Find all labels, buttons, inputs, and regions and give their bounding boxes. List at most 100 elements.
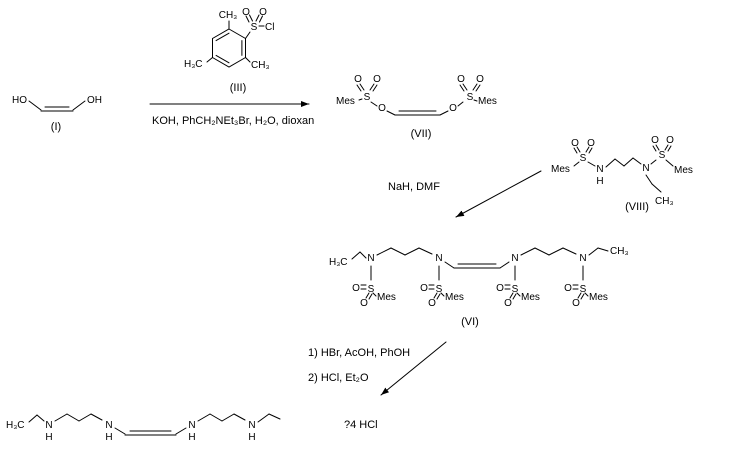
atom-o: O [242,7,250,18]
atom-o: O [476,74,484,85]
bond [359,251,367,259]
step2-conditions: NaH, DMF [388,181,440,193]
double-bond [356,84,362,92]
atom-n: N [435,253,442,264]
bond [587,161,596,167]
atom-n: N [248,420,255,431]
bond [632,157,642,165]
double-bond [576,146,581,153]
bond [175,427,187,435]
bond [221,413,235,422]
atom-ch3: CH₃ [655,196,674,207]
atom-s: S [467,92,474,103]
atom-h3c: H₃C [184,59,203,70]
double-bond [369,83,375,91]
compound-vi: H₃C N N N N CH₃ (VI) [329,246,629,328]
atom-ho: HO [12,95,27,106]
atom-n: N [105,420,112,431]
bond [28,100,42,111]
bond [114,427,126,435]
double-bond [664,144,669,151]
bond [473,99,478,102]
compound-i: HO OH (I) [12,95,102,133]
bond [209,413,223,422]
atom-o: O [354,74,362,85]
atom-o: O [373,74,381,85]
atom-o: O [457,74,465,85]
compound-viii-label: (VIII) [625,201,649,213]
atom-s: S [251,22,258,33]
reaction-arrow-3: 1) HBr, AcOH, PhOH 2) HCl, Et₂O [308,341,447,396]
bond [588,247,599,256]
arrow-line [455,170,542,218]
double-bond [667,145,672,152]
compound-iii: CH₃ S O O Cl H₃C CH₃ (III) [184,7,274,94]
atom-oh: OH [87,95,102,106]
compound-vii: Mes S O O O O S O O Mes (VII) [336,74,497,140]
sulfonyl-group [419,265,465,310]
double-bond [573,147,578,154]
bond [206,57,213,63]
bond [614,158,625,167]
bond [444,261,455,269]
bond [390,247,406,256]
mes-label: Mes [674,165,693,176]
bond [72,100,86,111]
atom-h: H [248,432,255,443]
bond [376,247,392,256]
double-bond [459,84,465,92]
atom-s: S [580,153,587,164]
bond [665,159,674,167]
atom-h3c: H₃C [329,257,348,268]
atom-ch3: CH₃ [251,60,270,71]
double-bond [588,147,593,154]
atom-n: N [367,253,374,264]
bond [623,157,634,167]
bond [386,110,396,116]
atom-n: N [596,164,603,175]
sulfonyl-group [351,265,397,310]
salt-stoichiometry: ?4 HCl [344,419,378,431]
step3-conditions-line1: 1) HBr, AcOH, PhOH [308,347,410,359]
bond [197,413,211,422]
atom-ch3: CH₃ [610,246,629,257]
atom-o: O [571,138,579,149]
sulfonyl-group [495,265,541,310]
double-bond [245,15,250,23]
bond [645,174,653,185]
mes-label: Mes [551,164,570,175]
bond [66,413,80,422]
bond [605,158,616,168]
atom-o: O [666,135,674,146]
atom-o: O [259,7,267,18]
mes-label: Mes [478,96,497,107]
atom-n: N [642,163,649,174]
atom-h: H [596,176,603,187]
arrow-line [380,341,447,396]
compound-vi-label: (VI) [461,316,479,328]
atom-o: O [449,103,457,114]
atom-s: S [659,150,666,161]
bond [36,414,45,422]
bond [650,159,657,165]
compound-iii-label: (III) [230,82,247,94]
atom-n: N [579,253,586,264]
double-bond [655,144,660,151]
double-bond [652,145,657,152]
atom-h: H [45,432,52,443]
bond [351,251,361,260]
bond [90,413,103,421]
bond [562,247,577,255]
atom-n: N [188,420,195,431]
bond [439,110,449,116]
bond [597,247,609,252]
double-bond [475,84,481,92]
double-bond [359,83,365,91]
atom-o: O [378,103,386,114]
double-bond [462,83,468,91]
final-product: H₃C N H N H N H N H ?4 HCl [6,413,378,443]
reaction-arrow-2: NaH, DMF [388,170,542,218]
atom-o: O [587,138,595,149]
compound-vii-label: (VII) [411,128,432,140]
sulfonyl-group [563,265,609,310]
